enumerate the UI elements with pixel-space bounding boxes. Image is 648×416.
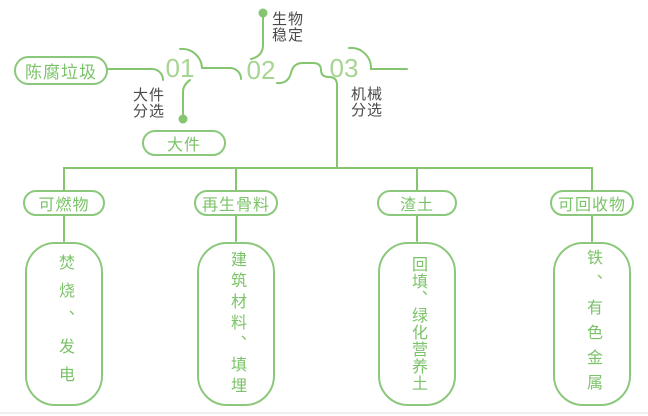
box-aggregate-disposal-text: 建筑材料、填埋 [228,250,245,398]
box-slag-soil-disposal: 回填、绿化营养土 [378,242,456,406]
step-number-03: 03 [329,53,359,83]
bottom-divider [0,412,648,414]
drop-line-01 [182,79,191,115]
main-line-segment-3 [276,62,338,169]
node-bulky-item: 大件 [142,130,226,156]
main-line-segment-2 [179,47,242,80]
main-line-segment-1 [107,68,164,81]
distribution-line [63,167,593,191]
node-combustibles: 可燃物 [23,190,105,216]
label-mechanical-sorting: 机械 分选 [351,86,384,119]
step-number-02: 02 [246,55,276,85]
box-combustibles-disposal: 焚烧、发电 [25,242,103,406]
node-recyclables-label: 可回收物 [557,197,626,214]
step-number-01: 01 [165,53,195,83]
box-slag-soil-disposal-text: 回填、绿化营养土 [409,256,426,392]
node-bulky-item-label: 大件 [166,137,201,154]
box-combustibles-disposal-text: 焚烧、发电 [56,254,73,394]
node-slag-soil: 渣土 [377,190,457,216]
box-aggregate-disposal: 建筑材料、填埋 [197,242,275,406]
node-recyclables: 可回收物 [550,190,634,216]
biostabilization-dot [258,8,268,18]
bulky-item-dot [178,114,188,124]
node-combustibles-label: 可燃物 [38,197,90,214]
label-bulky-sorting: 大件 分选 [133,87,166,120]
node-recycled-aggregate: 再生骨料 [194,190,278,216]
label-bio-stabilization: 生物 稳定 [272,11,305,44]
riser-line-02 [250,16,264,60]
box-recyclables-disposal: 铁、有色金属 [553,242,631,406]
main-line-segment-4 [348,46,408,70]
node-source-waste: 陈腐垃圾 [14,56,108,85]
box-recyclables-disposal-text: 铁、有色金属 [584,249,601,399]
node-recycled-aggregate-label: 再生骨料 [201,197,270,214]
node-slag-soil-label: 渣土 [399,197,434,214]
node-source-label: 陈腐垃圾 [25,63,97,82]
